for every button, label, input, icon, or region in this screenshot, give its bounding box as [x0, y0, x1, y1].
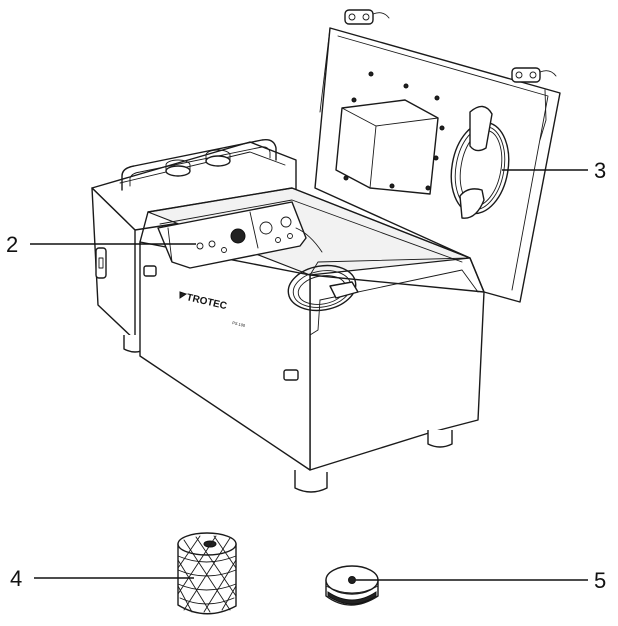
side-latch — [95, 247, 107, 279]
front-foot — [294, 470, 328, 493]
open-lid — [314, 9, 561, 303]
front-left-grip — [143, 265, 157, 277]
mesh-filter — [177, 532, 237, 615]
brand-mark-icon — [179, 291, 188, 299]
callout-4-label: 4 — [10, 566, 22, 591]
lid-hinge-right — [511, 67, 557, 83]
model-label: PS 100 — [232, 320, 247, 328]
callout-2-label: 2 — [6, 232, 18, 257]
lid-hinge-left — [344, 9, 390, 25]
control-panel — [157, 201, 323, 269]
front-right-grip — [283, 369, 299, 381]
lid-pouch — [335, 71, 445, 195]
main-body — [139, 187, 485, 493]
cap-center-hole-icon — [348, 576, 356, 584]
right-foot — [427, 430, 453, 448]
filter-hole-icon — [203, 540, 217, 548]
power-socket-icon — [230, 228, 246, 244]
sealing-cap — [325, 565, 379, 606]
callout-3-label: 3 — [594, 158, 606, 183]
lid-cable-coil — [450, 105, 510, 219]
interior-cable-coil — [287, 264, 359, 312]
callout-5-label: 5 — [594, 568, 606, 593]
